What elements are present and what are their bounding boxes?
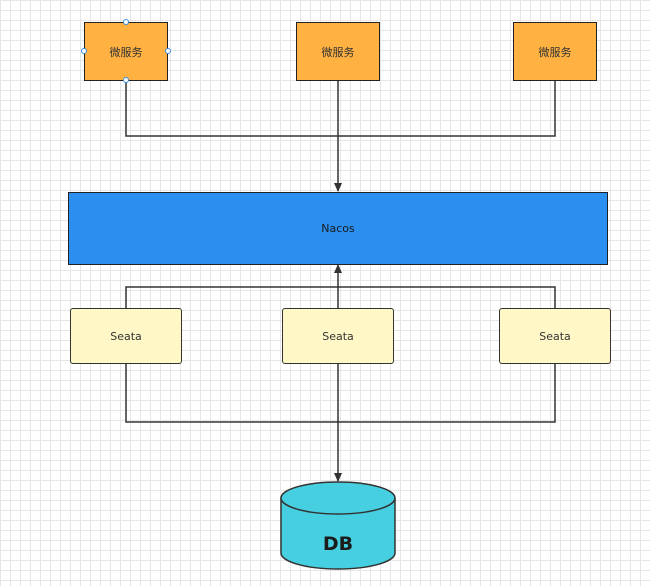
db-cylinder-icon[interactable] [280,481,396,570]
nacos-registry-box[interactable]: Nacos [68,192,608,265]
connector-ms-right[interactable] [338,80,556,137]
microservice-label: 微服务 [109,45,143,59]
seata-label: Seata [110,329,142,343]
microservice-label: 微服务 [321,45,355,59]
selection-handle-right[interactable] [165,48,171,54]
connector-seata-bottom-left[interactable] [125,364,338,423]
connector-ms-left[interactable] [125,80,338,137]
selection-handle-top[interactable] [123,19,129,25]
nacos-label: Nacos [321,222,355,235]
microservice-box-right[interactable]: 微服务 [513,22,597,81]
microservice-box-left[interactable]: 微服务 [84,22,168,81]
microservice-box-center[interactable]: 微服务 [296,22,380,81]
seata-box-left[interactable]: Seata [70,308,182,364]
seata-box-center[interactable]: Seata [282,308,394,364]
selection-handle-bottom[interactable] [123,77,129,83]
seata-label: Seata [539,329,571,343]
seata-label: Seata [322,329,354,343]
connector-seata-bottom-right[interactable] [338,364,556,423]
microservice-label: 微服务 [538,45,572,59]
connector-seata-top-right[interactable] [338,286,556,308]
connector-seata-top-left[interactable] [125,286,338,308]
selection-handle-left[interactable] [81,48,87,54]
seata-box-right[interactable]: Seata [499,308,611,364]
db-label: DB [322,533,354,555]
